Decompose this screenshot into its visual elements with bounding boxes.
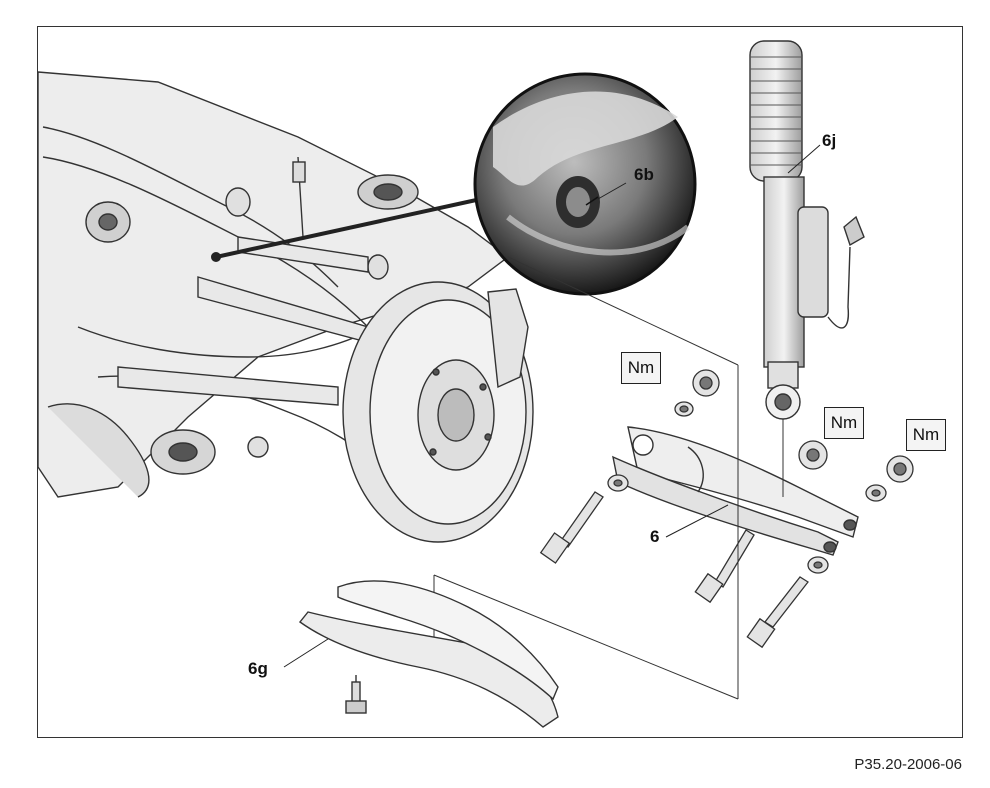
callout-6: 6 xyxy=(650,527,660,546)
detail-magnifier xyxy=(211,72,697,296)
torque-label: Nm xyxy=(621,352,661,384)
underbody-cover xyxy=(298,580,559,728)
callout-6b: 6b xyxy=(634,165,654,184)
brake-disc xyxy=(342,281,534,543)
torque-label: Nm xyxy=(824,407,864,439)
diagram-frame: 6b 6j 6 6g Nm Nm Nm xyxy=(37,26,963,738)
rear-axle-assembly xyxy=(38,71,510,498)
exploded-view-illustration xyxy=(38,40,914,728)
callout-6j: 6j xyxy=(822,131,837,150)
leader-lines xyxy=(283,144,821,668)
figure-id: P35.20-2006-06 xyxy=(854,756,962,773)
shock-absorber xyxy=(749,40,865,420)
torque-label: Nm xyxy=(906,419,946,451)
fasteners xyxy=(539,369,914,649)
callout-6g: 6g xyxy=(248,659,268,678)
